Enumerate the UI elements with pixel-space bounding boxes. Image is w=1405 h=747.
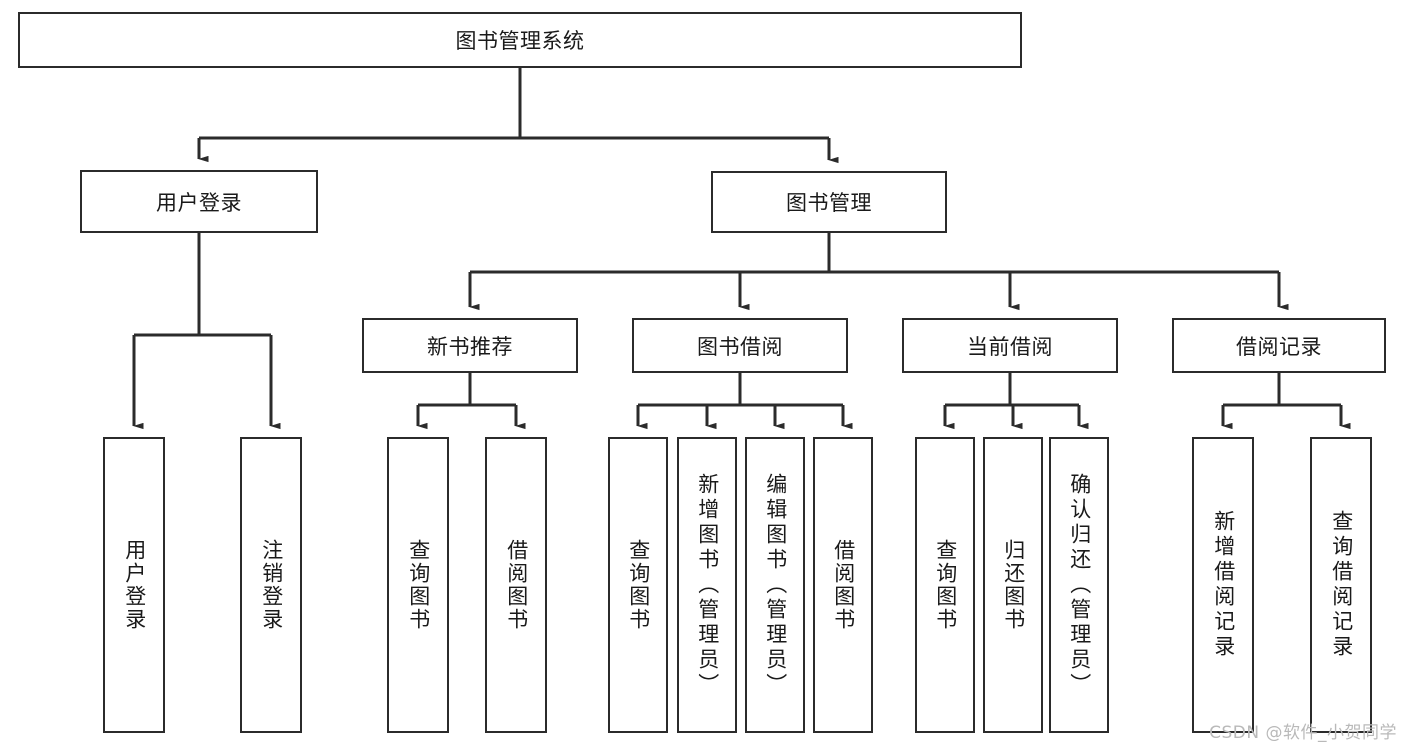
node-label: 新增借阅记录: [1211, 510, 1236, 660]
node-label: 借阅图书: [831, 539, 856, 631]
node-leaf-query-book-3[interactable]: 查询图书: [915, 437, 975, 733]
node-label: 查询图书: [933, 539, 958, 631]
node-label: 当前借阅: [967, 334, 1053, 359]
node-leaf-query-record[interactable]: 查询借阅记录: [1310, 437, 1372, 733]
node-leaf-confirm-return[interactable]: 确认归还（管理员）: [1049, 437, 1109, 733]
watermark: CSDN @软件_小贺同学: [1209, 723, 1397, 743]
node-borrow-record[interactable]: 借阅记录: [1172, 318, 1386, 373]
node-leaf-query-book-2[interactable]: 查询图书: [608, 437, 668, 733]
node-label: 借阅记录: [1236, 334, 1322, 359]
node-leaf-borrow-book-1[interactable]: 借阅图书: [485, 437, 547, 733]
node-leaf-logout[interactable]: 注销登录: [240, 437, 302, 733]
node-leaf-query-book-1[interactable]: 查询图书: [387, 437, 449, 733]
node-label: 编辑图书（管理员）: [763, 472, 788, 698]
node-label: 查询图书: [406, 539, 431, 631]
node-label: 确认归还（管理员）: [1067, 472, 1092, 698]
node-leaf-user-login[interactable]: 用户登录: [103, 437, 165, 733]
node-label: 借阅图书: [504, 539, 529, 631]
node-book-manage[interactable]: 图书管理: [711, 171, 947, 233]
node-label: 图书借阅: [697, 334, 783, 359]
node-label: 查询图书: [626, 539, 651, 631]
node-root[interactable]: 图书管理系统: [18, 12, 1022, 68]
node-leaf-edit-book[interactable]: 编辑图书（管理员）: [745, 437, 805, 733]
node-label: 注销登录: [259, 539, 284, 631]
node-user-login[interactable]: 用户登录: [80, 170, 318, 233]
node-label: 新书推荐: [427, 334, 513, 359]
node-label: 新增图书（管理员）: [695, 472, 720, 698]
node-leaf-add-book[interactable]: 新增图书（管理员）: [677, 437, 737, 733]
node-current-borrow[interactable]: 当前借阅: [902, 318, 1118, 373]
node-new-book-recommend[interactable]: 新书推荐: [362, 318, 578, 373]
node-label: 用户登录: [122, 539, 147, 631]
node-label: 用户登录: [156, 190, 242, 215]
node-label: 图书管理系统: [455, 29, 585, 53]
node-label: 归还图书: [1001, 539, 1026, 631]
node-leaf-add-record[interactable]: 新增借阅记录: [1192, 437, 1254, 733]
node-label: 图书管理: [786, 191, 872, 215]
node-leaf-borrow-book-2[interactable]: 借阅图书: [813, 437, 873, 733]
node-leaf-return-book[interactable]: 归还图书: [983, 437, 1043, 733]
node-label: 查询借阅记录: [1329, 510, 1354, 660]
node-book-borrow[interactable]: 图书借阅: [632, 318, 848, 373]
